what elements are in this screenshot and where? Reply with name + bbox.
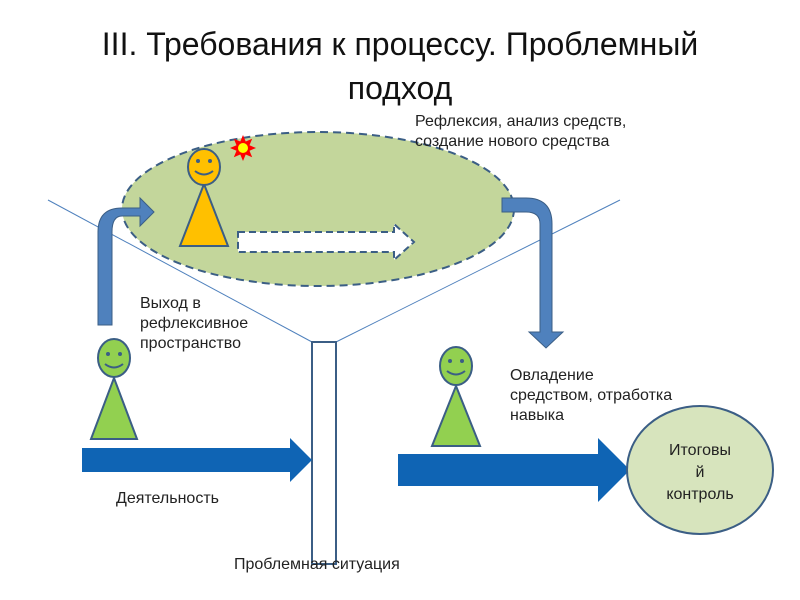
bent-arrow-down-icon <box>501 197 565 349</box>
bent-arrow-up-icon <box>97 196 155 326</box>
exit-label-line3: пространство <box>140 335 241 352</box>
activity-label: Деятельность <box>116 490 219 507</box>
final-control-label-line1: Итоговы <box>669 442 731 459</box>
problem-situation-bar <box>311 341 337 565</box>
mastery-label-line2: средством, отработка <box>510 387 673 404</box>
problem-situation-label: Проблемная ситуация <box>234 556 400 573</box>
exit-label: Выход в рефлексивное пространство <box>140 294 248 354</box>
person-orange-reflecting <box>178 148 230 247</box>
final-control-label: Итоговы й контроль <box>640 440 760 506</box>
funnel-line-right <box>335 199 621 343</box>
exit-label-line1: Выход в <box>140 295 201 312</box>
activity-arrow-icon <box>82 438 312 482</box>
reflection-label: Рефлексия, анализ средств, создание ново… <box>415 112 626 152</box>
final-control-circle <box>626 405 774 535</box>
reflection-label-line1: Рефлексия, анализ средств, <box>415 113 627 130</box>
mastery-label-line3: навыка <box>510 407 564 424</box>
mastery-label: Овладение средством, отработка навыка <box>510 366 672 426</box>
person-green-mastery <box>430 346 482 447</box>
insight-star-icon <box>230 135 256 161</box>
slide-title: III. Требования к процессу. Проблемный п… <box>0 22 800 110</box>
slide-title-line1: III. Требования к процессу. Проблемный <box>101 26 699 62</box>
transformation-arrow-icon <box>237 221 416 263</box>
reflection-label-line2: создание нового средства <box>415 133 610 150</box>
person-green-activity <box>89 338 139 440</box>
mastery-arrow-icon <box>398 438 630 502</box>
slide-title-line2: подход <box>347 70 453 106</box>
funnel-line-left <box>47 199 313 343</box>
final-control-label-line2: й <box>695 464 705 481</box>
exit-label-line2: рефлексивное <box>140 315 249 332</box>
mastery-label-line1: Овладение <box>510 367 594 384</box>
reflexive-space-ellipse <box>121 131 515 287</box>
final-control-label-line3: контроль <box>666 486 734 503</box>
